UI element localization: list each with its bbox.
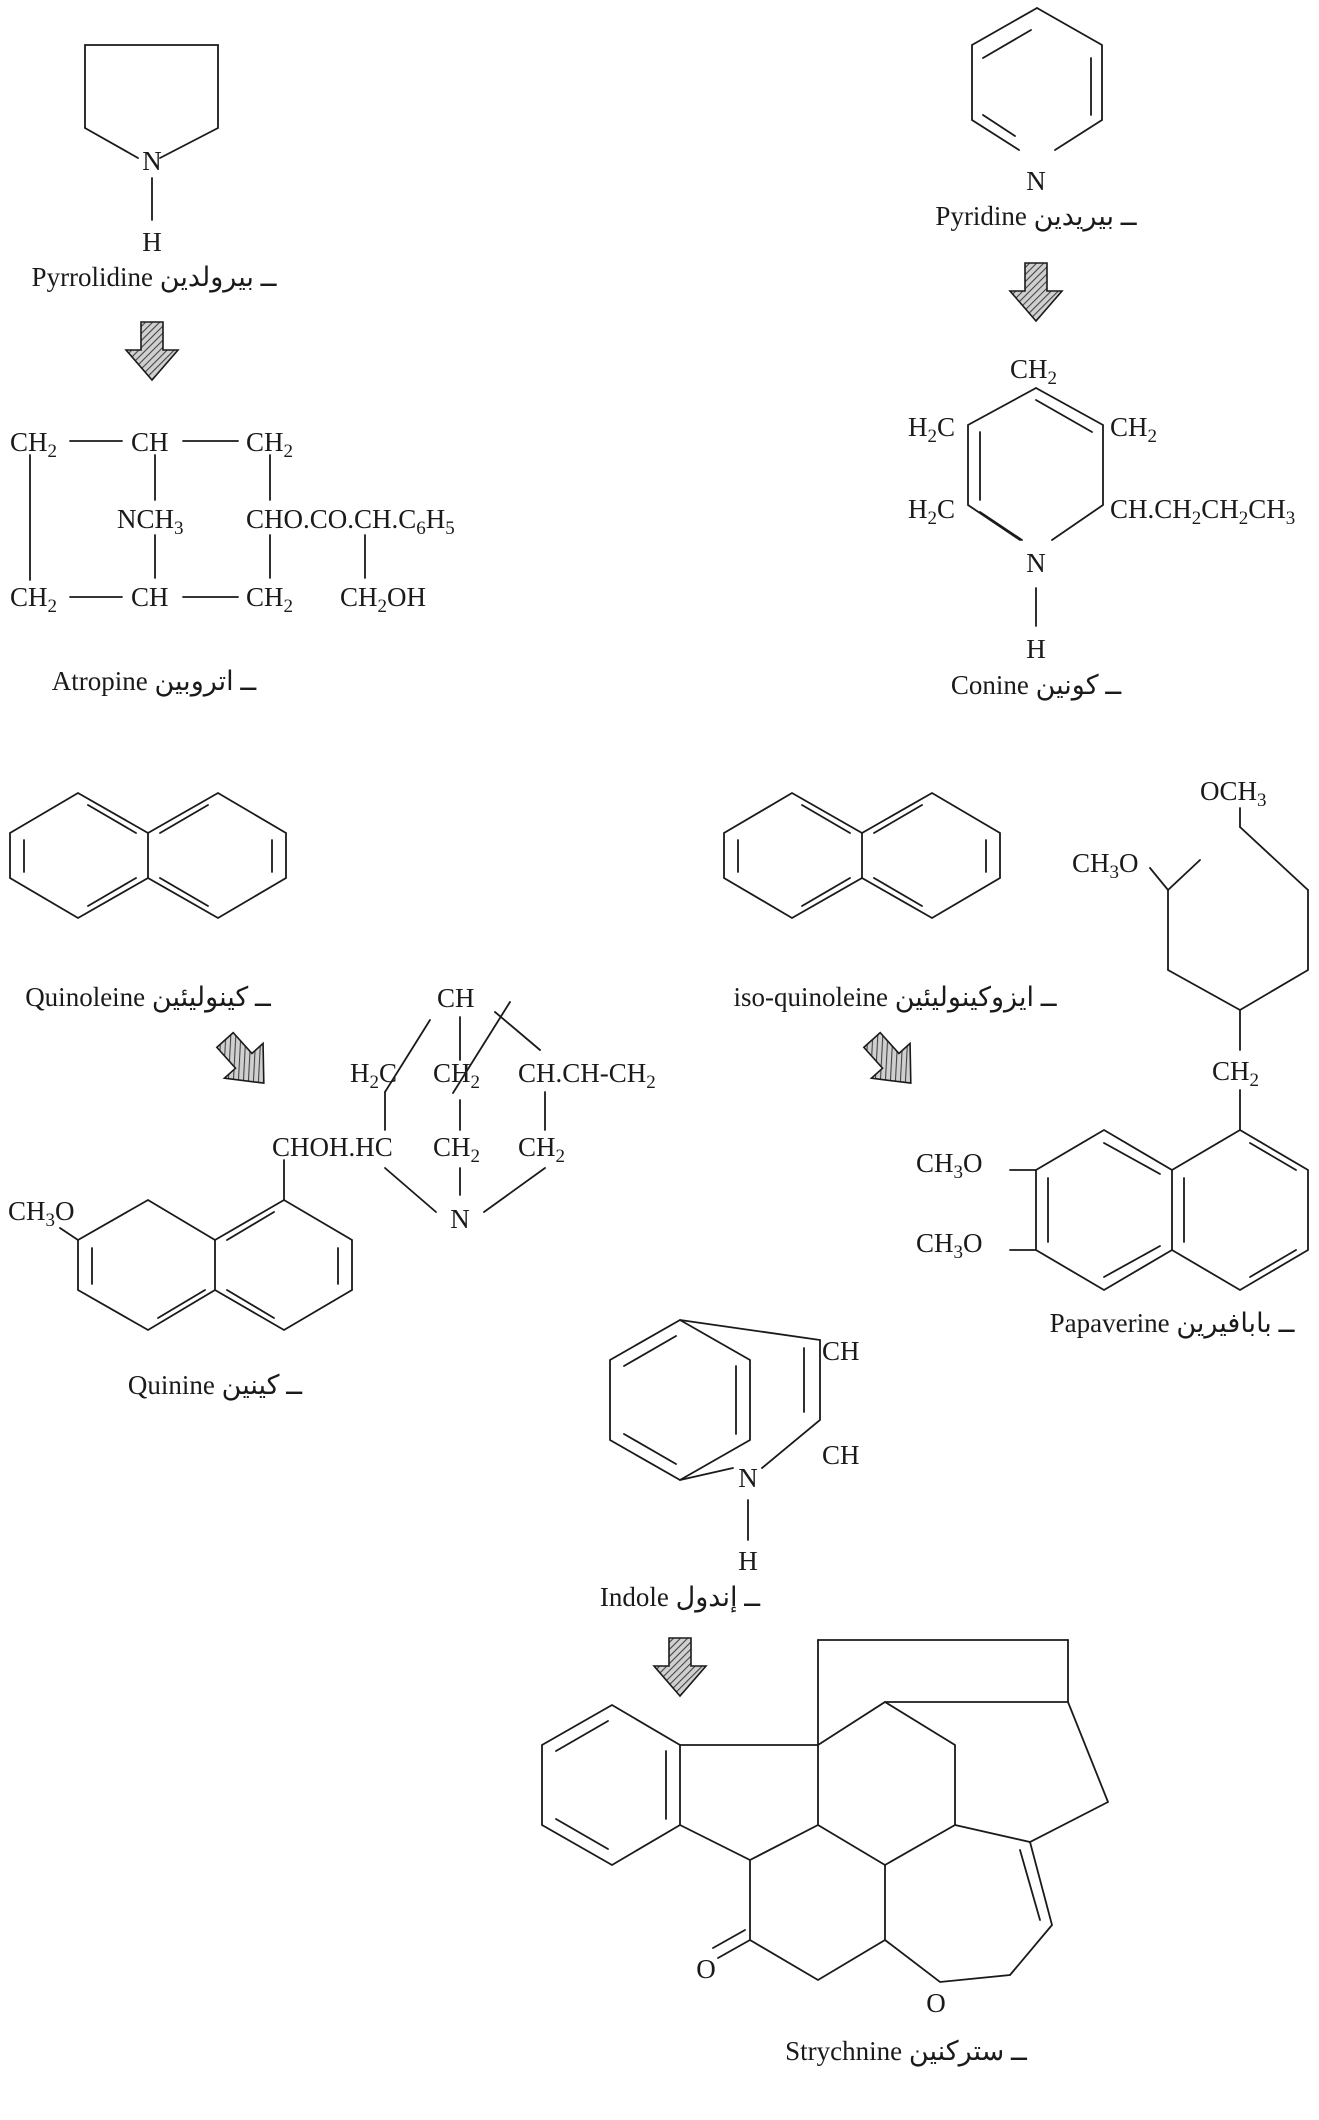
papaverine-caption: Papaverine ــ بابافيرين: [1050, 1308, 1296, 1339]
indole-h-label: H: [738, 1546, 758, 1576]
svg-text:CH2: CH2: [10, 427, 57, 462]
indole-ch-upper: CH: [822, 1336, 860, 1366]
atropine-ch-top: CH: [131, 427, 169, 457]
quinine-n-label: N: [450, 1204, 470, 1234]
conine-structure: CH2 H2C CH2 H2C CH.CH2CH2CH3 N H Conine …: [908, 354, 1295, 701]
quinine-ch-top: CH: [437, 983, 475, 1013]
atropine-ch2oh: CH2OH: [340, 582, 426, 617]
isoquinoleine-caption: iso-quinoleine ــ ايزوكينوليئين: [733, 982, 1057, 1013]
atropine-ch2-top-left: CH2: [10, 427, 57, 462]
conine-h2c-lower: H2C: [908, 494, 955, 529]
pyrrolidine-structure: N H Pyrrolidine ــ بيرولدين: [32, 44, 278, 293]
reaction-arrow-icon: [125, 321, 179, 381]
conine-h-label: H: [1026, 634, 1046, 664]
strychnine-ether-o: O: [926, 1988, 946, 2018]
quinine-ch2-middle: CH2: [433, 1058, 480, 1093]
conine-h2c-upper: H2C: [908, 412, 955, 447]
conine-side-chain: CH.CH2CH2CH3: [1110, 494, 1295, 529]
atropine-nch3: NCH3: [117, 504, 184, 539]
quinine-ch3o: CH3O: [8, 1196, 75, 1231]
quinine-caption: Quinine ــ كينين: [128, 1370, 303, 1401]
atropine-ester-group: CHO.CO.CH.C6H5: [246, 504, 455, 539]
atropine-structure: CH2 CH CH2 NCH3 CHO.CO.CH.C6H5 CH2 CH CH…: [10, 427, 455, 697]
strychnine-ketone-o: O: [696, 1954, 716, 1984]
pyrrolidine-h-label: H: [142, 227, 162, 257]
strychnine-caption: Strychnine ــ ستركنين: [785, 2036, 1028, 2067]
papaverine-ch2-bridge: CH2: [1212, 1056, 1259, 1091]
conine-n-label: N: [1026, 548, 1046, 578]
conine-ch2-top: CH2: [1010, 354, 1057, 389]
isoquinoleine-structure: iso-quinoleine ــ ايزوكينوليئين: [723, 791, 1058, 1013]
papaverine-och3: OCH3: [1200, 776, 1267, 811]
indole-ch-lower: CH: [822, 1440, 860, 1470]
pyrrolidine-caption: Pyrrolidine ــ بيرولدين: [32, 262, 278, 293]
reaction-arrow-icon: [851, 1021, 931, 1102]
conine-ch2-right: CH2: [1110, 412, 1157, 447]
quinine-ch2-right: CH2: [518, 1132, 565, 1167]
pyridine-caption: Pyridine ــ بيريدين: [935, 201, 1137, 232]
reaction-arrow-icon: [204, 1021, 284, 1102]
pyridine-n-label: N: [1026, 166, 1046, 196]
quinine-vinyl: CH.CH-CH2: [518, 1058, 656, 1093]
reaction-arrow-icon: [1009, 262, 1063, 322]
quinoleine-caption: Quinoleine ــ كينوليئين: [25, 982, 272, 1013]
quinine-h2c: H2C: [350, 1058, 397, 1093]
atropine-ch2-bottom-right: CH2: [246, 582, 293, 617]
quinoleine-structure: Quinoleine ــ كينوليئين: [9, 791, 287, 1013]
papaverine-ch3o-upper: CH3O: [916, 1148, 983, 1183]
reaction-arrow-icon: [653, 1637, 707, 1697]
indole-structure: CH CH N H Indole ــ إندول: [600, 1318, 860, 1613]
quinine-structure: CH H2C CH2 CH.CH-CH2 CHOH.HC CH2 CH2 N C…: [8, 983, 656, 1401]
atropine-ch-bottom: CH: [131, 582, 169, 612]
pyridine-structure: N Pyridine ــ بيريدين: [935, 7, 1138, 232]
papaverine-ch3o-lower: CH3O: [916, 1228, 983, 1263]
quinine-chohhc: CHOH.HC: [272, 1132, 393, 1162]
conine-caption: Conine ــ كونين: [951, 670, 1122, 701]
atropine-ch2-bottom-left: CH2: [10, 582, 57, 617]
indole-n-label: N: [738, 1463, 758, 1493]
atropine-ch2-top-right: CH2: [246, 427, 293, 462]
pyrrolidine-n-label: N: [142, 146, 162, 176]
quinine-ch2-lower: CH2: [433, 1132, 480, 1167]
papaverine-structure: OCH3 CH3O CH2 CH3O CH3O Papaverine ــ با…: [916, 776, 1309, 1339]
indole-caption: Indole ــ إندول: [600, 1582, 761, 1613]
papaverine-ch3o-top: CH3O: [1072, 848, 1139, 883]
atropine-caption: Atropine ــ اتروبين: [52, 666, 258, 697]
strychnine-structure: O O Strychnine ــ ستركنين: [541, 1639, 1110, 2067]
